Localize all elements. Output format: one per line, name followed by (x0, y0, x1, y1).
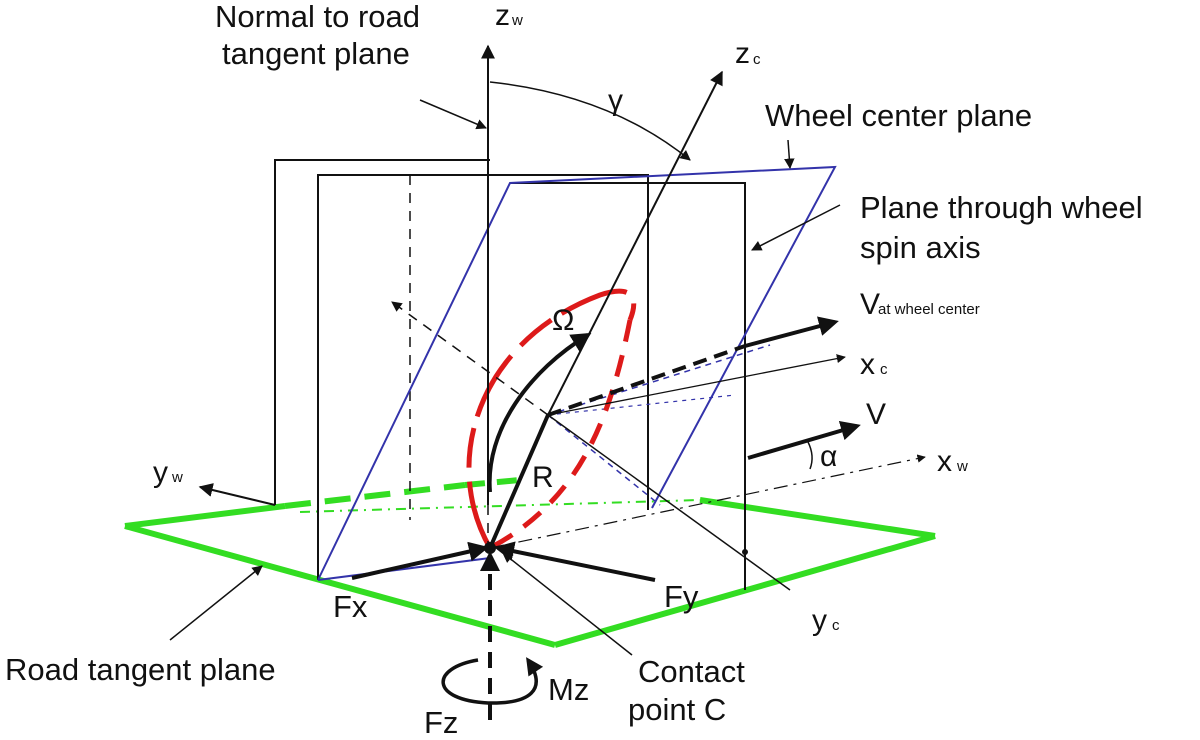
yw-axis (198, 483, 276, 506)
yc-sub: c (832, 617, 840, 634)
contact-label-line2: point C (628, 692, 726, 727)
omega-arrow (487, 332, 592, 493)
v-label: V (866, 398, 886, 431)
yw-label: y (153, 456, 168, 489)
yw-sub: w (171, 469, 183, 486)
road-tangent-plane (124, 477, 936, 648)
xc-sub: c (880, 361, 888, 378)
wheel-center-plane-label: Wheel center plane (765, 98, 1032, 133)
yc-axis (547, 414, 791, 591)
fy-label: Fy (664, 579, 699, 614)
v-wheel-center-label: V (860, 288, 880, 321)
r-label: R (532, 461, 554, 494)
gamma-label: γ (608, 84, 623, 117)
mz-label: Mz (548, 672, 589, 707)
v-wheel-center-arrow (547, 344, 746, 417)
mz-rotation-arrow (441, 657, 544, 705)
zw-label: z (495, 0, 510, 32)
omega-label: Ω (552, 304, 574, 337)
spin-axis-plane (274, 159, 746, 590)
spin-axis-label-line1: Plane through wheel (860, 190, 1143, 225)
spin-axis-label-line2: spin axis (860, 230, 981, 265)
wheel-center-plane (317, 165, 837, 581)
xw-label: x (937, 445, 952, 478)
contact-point-c (484, 542, 496, 554)
v-wheel-center-sub: at wheel center (878, 301, 980, 318)
v-wheel-center-arrow-head (744, 316, 839, 348)
fx-label: Fx (333, 589, 368, 624)
axis-dot (742, 549, 748, 555)
leader-lines (169, 99, 841, 656)
yc-label: y (812, 604, 827, 637)
gamma-arc (489, 81, 691, 161)
normal-label-line2: tangent plane (222, 36, 410, 71)
contact-label-line1: Contact (638, 654, 745, 689)
zc-axis (547, 70, 723, 416)
alpha-label: α (820, 440, 837, 473)
xw-sub: w (956, 458, 968, 475)
fy-arrow (494, 541, 656, 582)
radius-line (488, 414, 550, 549)
fx-arrow (351, 541, 489, 580)
spin-axis-line (391, 301, 549, 416)
xc-axis (547, 354, 846, 416)
road-tangent-plane-label: Road tangent plane (5, 652, 276, 687)
xw-axis (489, 454, 926, 549)
fz-label: Fz (424, 705, 458, 740)
xc-label: x (860, 348, 875, 381)
zw-sub: w (511, 12, 523, 29)
zc-sub: c (753, 51, 761, 68)
wheel-circle (466, 288, 637, 551)
zc-label: z (735, 37, 750, 70)
normal-label-line1: Normal to road (215, 0, 420, 34)
v-arrow (747, 420, 861, 460)
alpha-arc (807, 441, 813, 470)
